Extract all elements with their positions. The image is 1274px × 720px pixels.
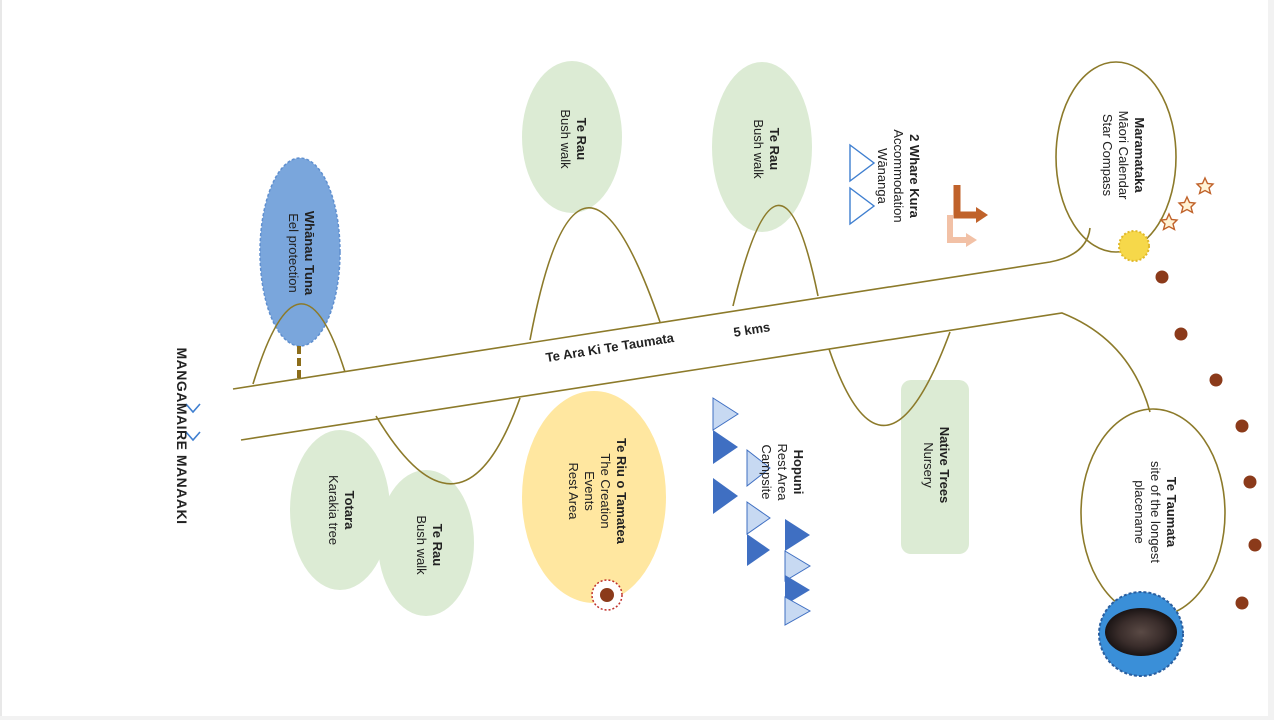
maramataka-line-2: Star Compass: [1100, 113, 1115, 197]
dot: [1243, 475, 1257, 489]
native-trees-line: Nursery: [921, 442, 936, 488]
dot: [1235, 596, 1249, 610]
site-name: MANGAMAIRE MANAAKI: [174, 347, 190, 525]
te-rau-lower-line: Bush walk: [414, 515, 429, 575]
bottom-edge: [0, 716, 1274, 720]
tent-icon: [849, 186, 876, 226]
te-rau-lower-title: Te Rau: [430, 523, 445, 567]
te-riu-line-2: Events: [582, 471, 597, 511]
totara-bubble: [290, 430, 390, 590]
tent-icon: [746, 501, 771, 535]
whanau-tuna-bubble: [259, 157, 341, 347]
te-riu-bubble: [522, 391, 666, 603]
star-icon: [1159, 212, 1179, 231]
valley-te-rau-lower: [375, 397, 521, 485]
hopuni-line-2: Campsite: [759, 444, 774, 500]
te-rau-upper1-title: Te Rau: [574, 117, 589, 161]
arrow-icon: [953, 185, 978, 219]
carved-face-inner: [1105, 608, 1177, 656]
tent-icon: [785, 575, 810, 605]
arrow-icon: [947, 215, 968, 243]
left-edge: [0, 0, 2, 720]
chevron-icon: [185, 431, 201, 442]
whanau-tuna-label: Whānau Tuna Eel protection: [283, 188, 317, 318]
arrow-icon: [966, 233, 977, 247]
tent-icon: [746, 448, 771, 488]
tent-icon: [747, 534, 770, 566]
dot: [1174, 327, 1188, 341]
hopuni-title: Hopuni: [791, 449, 806, 495]
maramataka-bubble: [1055, 61, 1177, 253]
dot: [1235, 419, 1249, 433]
hill-whanau-tuna: [252, 303, 346, 385]
hopuni-tents: [712, 397, 812, 626]
sun-icon: [1118, 230, 1150, 262]
right-edge: [1268, 0, 1274, 720]
te-riu-label: Te Riu o Tamatea The Creation Events Res…: [561, 416, 629, 566]
native-trees-label: Native Trees Nursery: [918, 405, 952, 525]
star-icon: [1195, 176, 1215, 195]
arrow-icon: [976, 207, 988, 223]
chevron-icon: [185, 403, 201, 414]
te-taumata-line-2: placename: [1132, 480, 1147, 544]
dot: [1155, 270, 1169, 284]
te-rau-lower-label: Te Rau Bush walk: [411, 495, 445, 595]
te-taumata-label: Te Taumata site of the longest placename: [1127, 442, 1179, 582]
maramataka-line-1: Māori Calendar: [1116, 110, 1131, 200]
native-trees-box: [901, 380, 969, 554]
star-icon: [1177, 195, 1197, 214]
tent-icon: [784, 550, 811, 582]
te-riu-marker-dot: [600, 588, 614, 602]
maramataka-label: Maramataka Māori Calendar Star Compass: [1095, 95, 1147, 215]
native-trees-title: Native Trees: [937, 426, 952, 504]
te-rau-upper2-bubble: [712, 62, 812, 232]
whare-kura-line-1: Accommodation: [891, 129, 906, 223]
totara-line: Karakia tree: [326, 474, 341, 546]
dot: [1209, 373, 1223, 387]
tent-icon: [785, 519, 810, 551]
dot: [1248, 538, 1262, 552]
te-rau-upper1-line: Bush walk: [558, 109, 573, 169]
te-rau-upper2-label: Te Rau Bush walk: [748, 104, 782, 194]
hill-te-rau-upper1: [529, 207, 661, 341]
whare-kura-title: 2 Whare Kura: [907, 134, 922, 218]
tent-icon: [713, 430, 738, 464]
main-trail: [232, 227, 1151, 441]
tent-icon: [849, 143, 876, 183]
te-riu-line-1: The Creation: [598, 453, 613, 529]
hopuni-line-1: Rest Area: [775, 443, 790, 501]
te-rau-upper2-line: Bush walk: [751, 119, 766, 179]
whanau-tuna-title: Whānau Tuna: [302, 210, 317, 296]
te-taumata-line-1: site of the longest: [1148, 461, 1163, 563]
te-rau-upper2-title: Te Rau: [767, 127, 782, 171]
dot-trail: [1155, 270, 1262, 610]
totara-title: Totara: [342, 490, 357, 530]
hill-te-rau-upper2: [732, 204, 819, 307]
totara-label: Totara Karakia tree: [323, 460, 357, 560]
tent-icon: [712, 397, 739, 431]
hopuni-label: Hopuni Rest Area Campsite: [754, 422, 806, 522]
te-riu-line-3: Rest Area: [566, 462, 581, 520]
whanau-tuna-line: Eel protection: [286, 213, 301, 293]
tent-icon: [784, 596, 812, 626]
te-riu-title: Te Riu o Tamatea: [614, 438, 629, 544]
te-rau-upper1-bubble: [522, 61, 622, 213]
te-rau-upper1-label: Te Rau Bush walk: [555, 94, 589, 184]
valley-native-trees: [828, 331, 951, 427]
whare-kura-line-2: Wānanga: [875, 148, 890, 204]
te-taumata-title: Te Taumata: [1164, 476, 1179, 548]
tent-icon: [713, 478, 738, 514]
te-rau-lower-bubble: [378, 470, 474, 616]
maramataka-title: Maramataka: [1132, 117, 1147, 193]
whare-kura-label: 2 Whare Kura Accommodation Wānanga: [870, 116, 922, 236]
